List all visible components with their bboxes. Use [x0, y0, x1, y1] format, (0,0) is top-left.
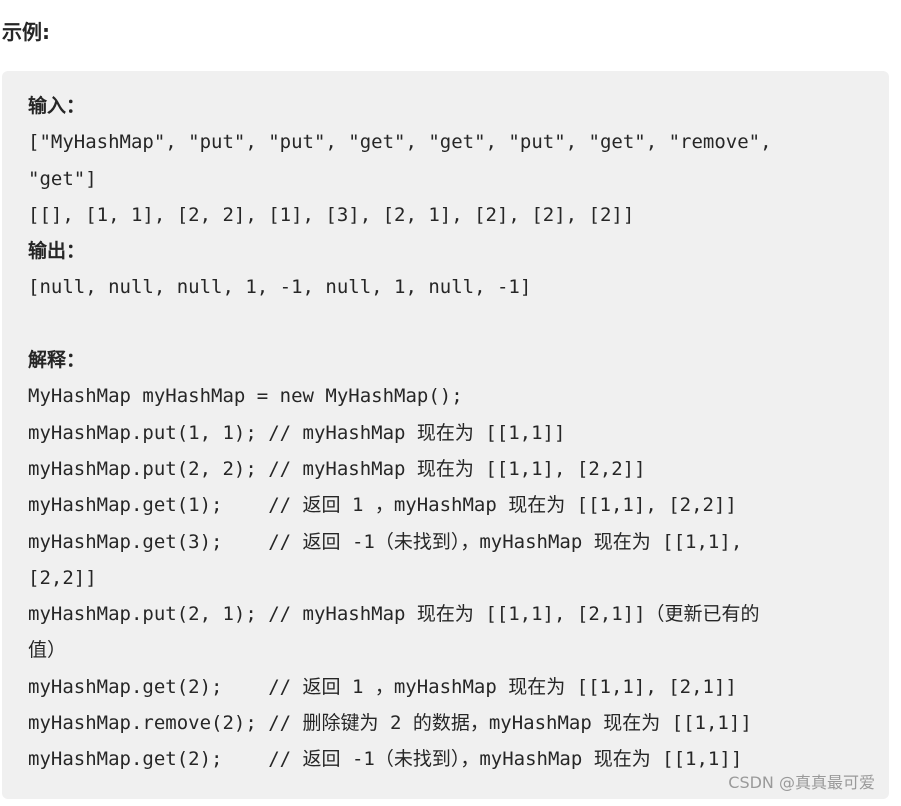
- example-code-block: 输入： ["MyHashMap", "put", "put", "get", "…: [2, 71, 889, 799]
- code-line: MyHashMap myHashMap = new MyHashMap();: [28, 385, 463, 408]
- example-content: 输入： ["MyHashMap", "put", "put", "get", "…: [28, 88, 878, 778]
- csdn-watermark: CSDN @真真最可爱: [728, 773, 875, 792]
- code-line: 值）: [28, 639, 67, 662]
- code-line: [2,2]]: [28, 566, 97, 589]
- input-arguments: [[], [1, 1], [2, 2], [1], [3], [2, 1], […: [28, 203, 635, 226]
- code-line: myHashMap.get(1); // 返回 1 ，myHashMap 现在为…: [28, 494, 737, 517]
- input-operations-line-1: ["MyHashMap", "put", "put", "get", "get"…: [28, 131, 772, 154]
- code-line: myHashMap.get(3); // 返回 -1（未找到），myHashMa…: [28, 530, 743, 553]
- code-line: myHashMap.get(2); // 返回 1 ，myHashMap 现在为…: [28, 675, 737, 698]
- output-value: [null, null, null, 1, -1, null, 1, null,…: [28, 276, 532, 299]
- code-line: myHashMap.put(1, 1); // myHashMap 现在为 [[…: [28, 421, 566, 444]
- code-line: myHashMap.remove(2); // 删除键为 2 的数据，myHas…: [28, 712, 752, 735]
- input-label: 输入：: [28, 95, 86, 117]
- code-line: myHashMap.put(2, 2); // myHashMap 现在为 [[…: [28, 457, 646, 480]
- blank-line: [28, 306, 878, 342]
- output-label: 输出：: [28, 240, 86, 263]
- input-operations-line-2: "get"]: [28, 167, 97, 190]
- explanation-label: 解释：: [28, 349, 86, 372]
- example-heading: 示例:: [2, 20, 50, 44]
- code-line: myHashMap.put(2, 1); // myHashMap 现在为 [[…: [28, 603, 760, 626]
- code-line: myHashMap.get(2); // 返回 -1（未找到），myHashMa…: [28, 748, 743, 771]
